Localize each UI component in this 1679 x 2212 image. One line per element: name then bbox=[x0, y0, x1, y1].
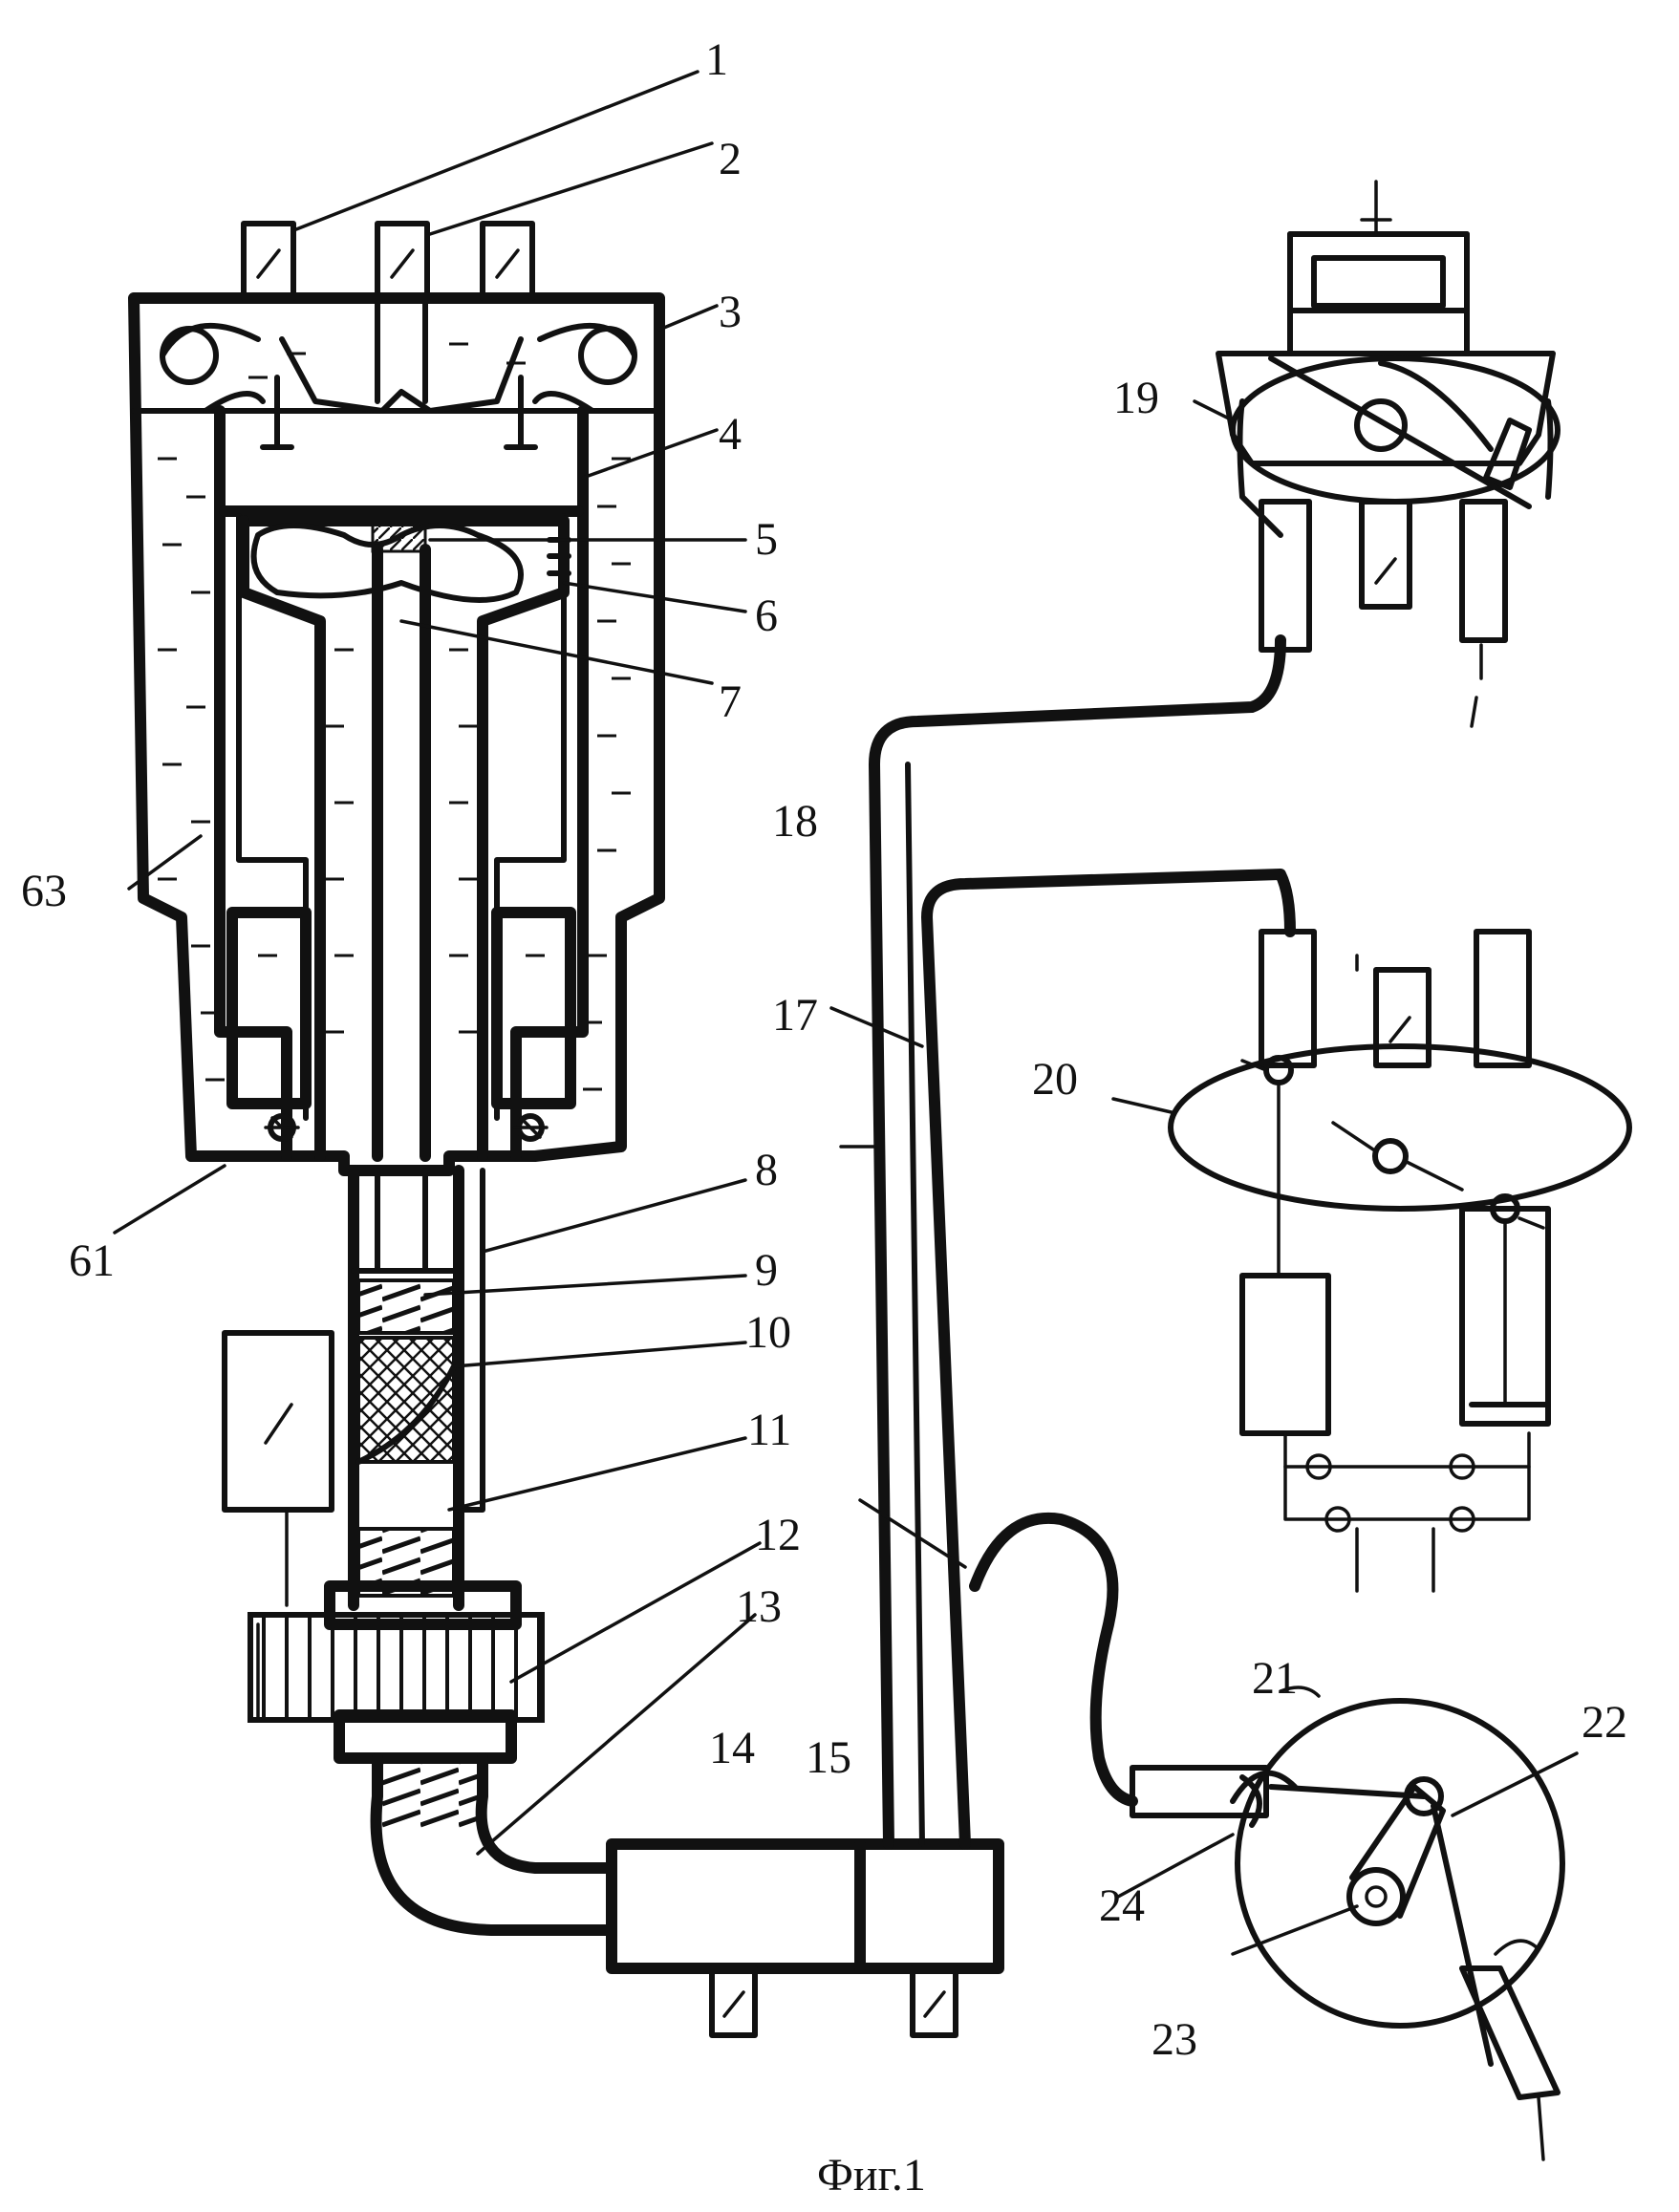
device-21 bbox=[1132, 1687, 1562, 2159]
callout-15: 15 bbox=[806, 1732, 851, 1783]
callout-11: 11 bbox=[747, 1405, 791, 1455]
callout-7: 7 bbox=[719, 676, 742, 727]
callout-13: 13 bbox=[736, 1581, 782, 1632]
callout-8: 8 bbox=[755, 1145, 778, 1195]
gear-assembly bbox=[250, 1586, 542, 1758]
base-units bbox=[612, 1844, 999, 2035]
elbow-pipe bbox=[377, 1758, 612, 1930]
top-terminals bbox=[244, 224, 532, 298]
lower-tube bbox=[354, 1170, 483, 1605]
callout-24: 24 bbox=[1099, 1880, 1145, 1931]
control-box bbox=[225, 1333, 332, 1605]
callout-17: 17 bbox=[772, 990, 818, 1041]
callout-21: 21 bbox=[1252, 1653, 1298, 1704]
callout-23: 23 bbox=[1152, 2014, 1197, 2065]
callout-14: 14 bbox=[709, 1723, 755, 1773]
callout-3: 3 bbox=[719, 287, 742, 337]
device-19 bbox=[1218, 182, 1558, 726]
callout-6: 6 bbox=[755, 591, 778, 641]
callout-20: 20 bbox=[1032, 1054, 1078, 1105]
callout-10: 10 bbox=[745, 1307, 791, 1358]
callout-labels: 1 2 3 4 5 6 7 8 9 10 11 12 13 14 15 17 1… bbox=[21, 34, 1627, 2065]
figure-caption: Фиг.1 bbox=[817, 2150, 926, 2201]
callout-61: 61 bbox=[69, 1235, 115, 1286]
conductors bbox=[874, 640, 1290, 1844]
device-20 bbox=[1171, 932, 1629, 1591]
callout-9: 9 bbox=[755, 1245, 778, 1296]
callout-22: 22 bbox=[1582, 1697, 1627, 1748]
callout-5: 5 bbox=[755, 514, 778, 565]
callout-12: 12 bbox=[755, 1510, 801, 1560]
callout-18: 18 bbox=[772, 796, 818, 847]
callout-19: 19 bbox=[1113, 373, 1159, 423]
callout-1: 1 bbox=[705, 34, 728, 85]
callout-4: 4 bbox=[719, 409, 742, 460]
callout-63: 63 bbox=[21, 866, 67, 916]
head-assembly bbox=[162, 298, 635, 447]
main-vessel bbox=[134, 298, 659, 1170]
callout-2: 2 bbox=[719, 134, 742, 184]
